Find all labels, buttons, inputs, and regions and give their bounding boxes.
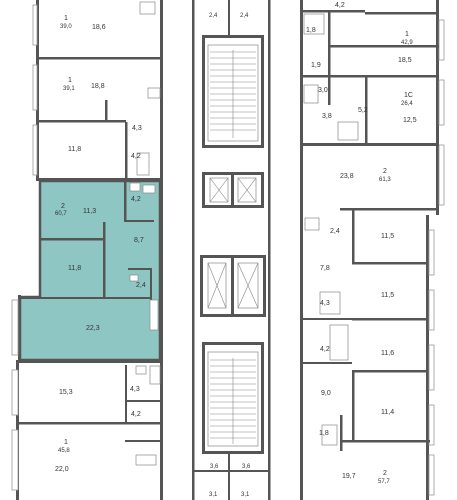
- right-unit-2-area: 26,4: [401, 101, 413, 107]
- selected-room-11-8: 11,8: [68, 265, 82, 272]
- right-room-1-9: 1,9: [311, 62, 321, 69]
- right-unit-2-room-area: 12,5: [403, 117, 417, 124]
- right-room-2-4: 2,4: [330, 228, 340, 235]
- left-unit-2-rooms: 1: [68, 77, 72, 84]
- right-room-1-8-b: 1,8: [319, 430, 329, 437]
- selected-room-8-7: 8,7: [134, 237, 144, 244]
- left-unit-2-area: 39,1: [63, 86, 75, 92]
- left-room-15-3: 15,3: [59, 389, 73, 396]
- selected-unit-rooms: 2: [61, 203, 65, 210]
- right-room-4-2: 4,2: [335, 2, 345, 9]
- core-label-1: 2,4: [209, 13, 218, 19]
- right-room-9-0: 9,0: [321, 390, 331, 397]
- selected-room-2-4: 2,4: [136, 282, 146, 289]
- right-room-3-8: 3,8: [322, 113, 332, 120]
- right-unit-4-rooms: 2: [383, 470, 387, 477]
- right-room-11-5-a: 11,5: [381, 233, 395, 240]
- right-room-7-8: 7,8: [320, 265, 330, 272]
- right-room-3-0: 3,0: [318, 87, 328, 94]
- left-unit-4-rooms: 1: [64, 439, 68, 446]
- right-room-11-4: 11,4: [381, 409, 395, 416]
- left-room-4-2: 4,2: [131, 411, 141, 418]
- right-room-1-8: 1,8: [306, 27, 316, 34]
- right-room-4-2-b: 4,2: [320, 346, 330, 353]
- right-unit-2-rooms: 1С: [404, 92, 413, 99]
- left-unit-4-area: 45,8: [58, 448, 70, 454]
- left-room-4-3: 4,3: [130, 386, 140, 393]
- right-room-11-5-b: 11,5: [381, 292, 395, 299]
- core-label-3: 3,6: [210, 464, 219, 470]
- selected-unit-area: 60,7: [55, 211, 67, 217]
- left-unit-4-room-area: 22,0: [55, 466, 69, 473]
- left-unit-1-area: 39,0: [60, 24, 72, 30]
- right-unit-4-room-area: 19,7: [342, 473, 356, 480]
- right-room-11-6: 11,6: [381, 350, 395, 357]
- core-label-6: 3,1: [241, 492, 250, 498]
- selected-room-22-3: 22,3: [86, 325, 100, 332]
- right-unit-3-room-area: 23,8: [340, 173, 354, 180]
- core-label-5: 3,1: [209, 492, 218, 498]
- left-room-hall-2: 4,2: [131, 153, 141, 160]
- left-unit-1-room-area: 18,6: [92, 24, 106, 31]
- left-unit-2-room-area: 18,8: [91, 83, 105, 90]
- right-room-4-3: 4,3: [320, 300, 330, 307]
- right-room-5-2: 5,2: [358, 107, 368, 114]
- right-unit-3-area: 61,3: [379, 177, 391, 183]
- left-unit-1-rooms: 1: [64, 15, 68, 22]
- right-unit-1-room-area: 18,5: [398, 57, 412, 64]
- core-label-2: 2,4: [240, 13, 249, 19]
- right-unit-4-area: 57,7: [378, 479, 390, 485]
- right-unit-1-area: 42,9: [401, 40, 413, 46]
- selected-room-11-3: 11,3: [83, 208, 97, 215]
- left-room-hall-1: 4,3: [132, 125, 142, 132]
- right-unit-3-rooms: 2: [383, 168, 387, 175]
- right-unit-1-rooms: 1: [405, 31, 409, 38]
- left-room-bed-1: 11,8: [68, 146, 82, 153]
- selected-room-4-2: 4,2: [131, 196, 141, 203]
- core-label-4: 3,6: [242, 464, 251, 470]
